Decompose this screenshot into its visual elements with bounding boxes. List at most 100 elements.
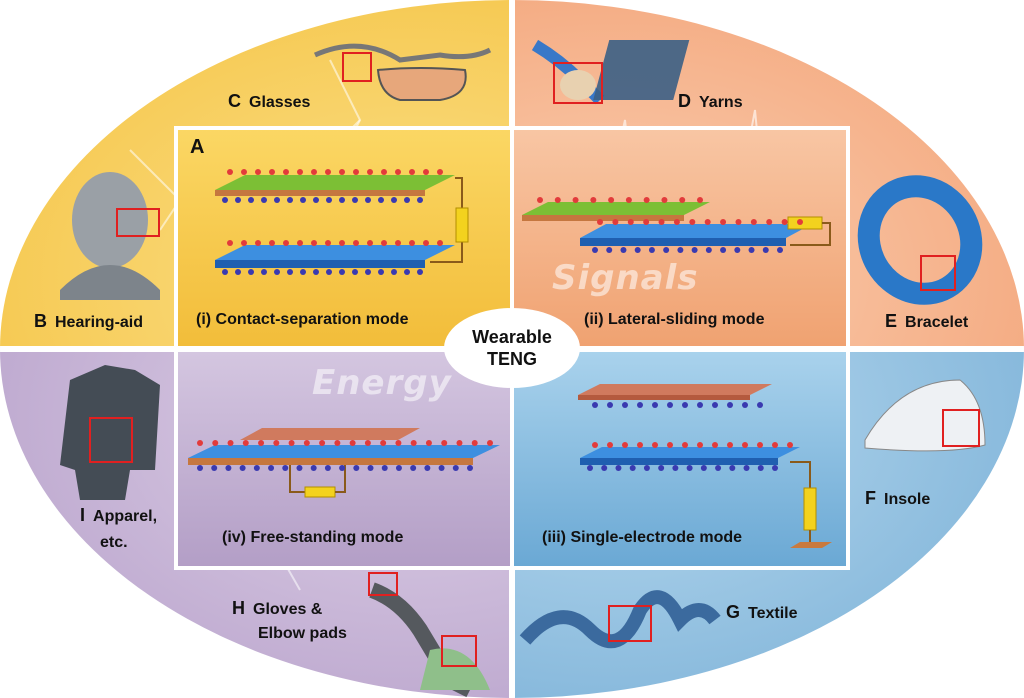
charge-row-mid-i (227, 240, 443, 246)
charge-particle (334, 440, 341, 446)
charge-particle (467, 465, 473, 471)
charge-particle (296, 465, 303, 471)
charge-particle (622, 402, 628, 408)
charge-particle (612, 219, 619, 225)
charge-particle (729, 465, 736, 471)
yarns-illustration (531, 39, 690, 105)
charge-particle (311, 240, 317, 246)
charge-particle (742, 442, 748, 448)
label-letter: H (232, 598, 245, 618)
charge-particle (288, 440, 295, 446)
panel-label: A (190, 136, 205, 158)
charge-row-bottom-i (222, 269, 423, 275)
charge-particle (395, 169, 401, 175)
charge-particle (395, 440, 402, 446)
charge-particle (682, 442, 688, 448)
charge-particle (597, 219, 603, 225)
charge-particle (697, 442, 703, 448)
charge-row-bottom-ii (592, 247, 783, 253)
charge-particle (554, 197, 561, 203)
signals-watermark: Signals (552, 258, 699, 298)
hearing-aid-highlight-box (116, 208, 160, 237)
single-electrode-device (578, 384, 832, 548)
charge-particle (339, 465, 346, 471)
charge-particle (712, 402, 718, 408)
charge-particle (720, 219, 727, 225)
charge-particle (353, 169, 359, 175)
elbow-pad-highlight-box (441, 635, 477, 667)
charge-particle (622, 442, 628, 448)
charge-particle (404, 269, 410, 275)
charge-particle (417, 269, 423, 275)
charge-particle (364, 440, 371, 446)
charge-particle (537, 197, 543, 203)
label-letter: E (885, 311, 898, 331)
insole-highlight-box (942, 409, 980, 447)
charge-particle (367, 465, 374, 471)
mode-label-lateral-sliding: (ii) Lateral-sliding mode (584, 311, 765, 328)
charge-particle (352, 197, 358, 203)
charge-particle (326, 269, 332, 275)
charge-particle (658, 465, 665, 471)
charge-particle (697, 402, 703, 408)
charge-particle (303, 440, 310, 446)
charge-particle (689, 219, 696, 225)
charge-particle (325, 169, 331, 175)
charge-particle (222, 197, 228, 203)
apparel-highlight-box (89, 417, 133, 463)
charge-particle (735, 219, 742, 225)
charge-particle (625, 197, 632, 203)
mode-label-single-electrode: (iii) Single-electrode mode (542, 529, 743, 546)
label-text: Glasses (249, 94, 311, 111)
label-letter: F (865, 488, 876, 508)
charge-particle (349, 440, 356, 446)
charge-particle (652, 442, 658, 448)
charge-particle (424, 465, 431, 471)
charge-particle (727, 442, 733, 448)
label-letter: B (34, 311, 47, 331)
charge-particle (353, 240, 359, 246)
charge-particle (255, 169, 261, 175)
charge-particle (287, 197, 293, 203)
free-standing-device (188, 428, 500, 498)
gloves-illustration (368, 572, 490, 698)
charge-particle (637, 442, 643, 448)
charge-particle (227, 440, 234, 446)
charge-particle (663, 247, 670, 253)
charge-particle (313, 269, 319, 275)
label-letter: I (80, 505, 86, 525)
charge-particle (727, 402, 733, 408)
charge-particle (658, 219, 665, 225)
charge-particle (592, 442, 598, 448)
charge-particle (417, 197, 423, 203)
charge-particle (300, 269, 306, 275)
charge-particle (241, 240, 247, 246)
charge-particle (629, 465, 636, 471)
charge-particle (367, 169, 373, 175)
charge-particle (766, 219, 773, 225)
charge-particle (712, 442, 718, 448)
charge-particle (590, 197, 597, 203)
label-text-line2: Elbow pads (258, 625, 347, 642)
charge-row-mid-ii (597, 219, 803, 225)
charge-particle (607, 442, 613, 448)
charge-particle (672, 465, 679, 471)
charge-particle (222, 269, 228, 275)
charge-particle (227, 169, 233, 175)
charge-particle (381, 240, 387, 246)
charge-row-under-i (222, 197, 423, 203)
charge-particle (339, 169, 345, 175)
charge-particle (677, 247, 684, 253)
charge-particle (607, 402, 613, 408)
charge-particle (437, 240, 443, 246)
charge-particle (471, 440, 478, 446)
charge-particle (409, 240, 415, 246)
gloves-highlight-box (368, 572, 398, 596)
charge-particle (212, 440, 219, 446)
charge-particle (269, 240, 275, 246)
contact-separation-device (215, 175, 469, 268)
charge-particle (441, 440, 448, 446)
charge-particle (742, 402, 748, 408)
